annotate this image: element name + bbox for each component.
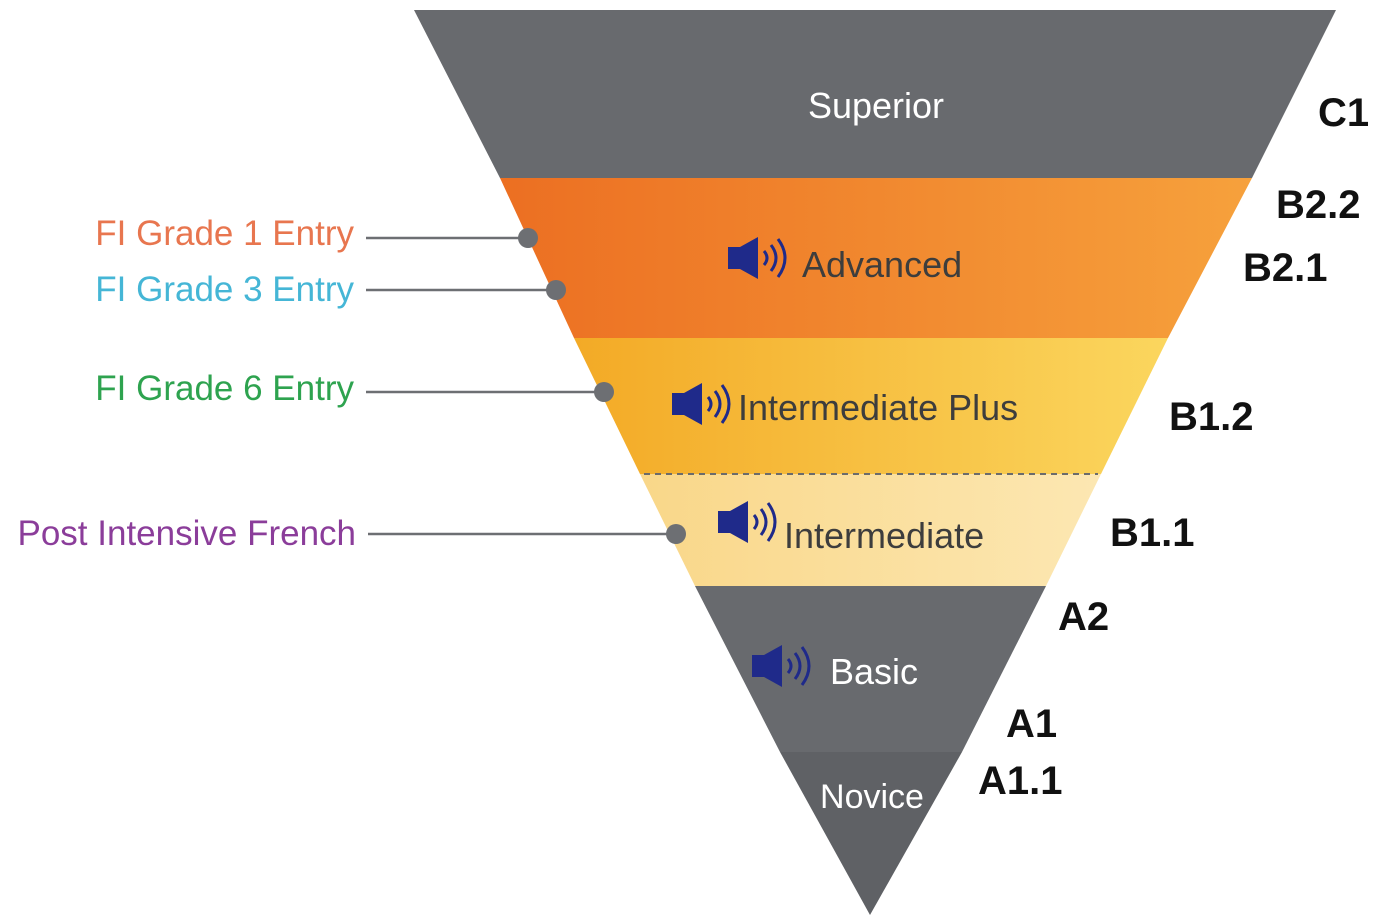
cefr-level-a1-1: A1.1 (978, 759, 1063, 803)
advanced-band (500, 178, 1252, 338)
tier-label-basic: Basic (830, 651, 918, 692)
cefr-level-b1-1: B1.1 (1110, 511, 1195, 555)
intermediate-band (640, 474, 1101, 586)
entry-label-fi-grade-3: FI Grade 3 Entry (95, 270, 354, 309)
cefr-level-c1: C1 (1318, 91, 1369, 135)
entry-dot (546, 280, 566, 300)
superior-band (414, 10, 1336, 178)
speaker-icon (718, 501, 777, 543)
basic-band (695, 586, 1046, 752)
entry-label-fi-grade-1: FI Grade 1 Entry (95, 214, 354, 253)
cefr-level-b2-2: B2.2 (1276, 183, 1361, 227)
cefr-level-a2: A2 (1058, 595, 1109, 639)
tier-label-advanced: Advanced (802, 244, 962, 285)
tier-label-novice: Novice (820, 778, 924, 816)
novice-band (780, 752, 962, 915)
speaker-icon (752, 645, 811, 687)
speaker-icon (672, 383, 731, 425)
entry-label-fi-grade-6: FI Grade 6 Entry (95, 369, 354, 408)
entry-dot (594, 382, 614, 402)
intermediate-plus-band (574, 338, 1168, 474)
tier-label-intermediate-plus: Intermediate Plus (738, 387, 1018, 428)
tier-label-superior: Superior (808, 85, 944, 126)
tier-label-intermediate: Intermediate (784, 515, 984, 556)
speaker-icon (728, 237, 787, 279)
cefr-level-a1: A1 (1006, 702, 1057, 746)
entry-dot (666, 524, 686, 544)
entry-label-post-intensive-french: Post Intensive French (18, 514, 357, 553)
cefr-level-b1-2: B1.2 (1169, 395, 1254, 439)
cefr-level-b2-1: B2.1 (1243, 246, 1328, 290)
entry-dot (518, 228, 538, 248)
